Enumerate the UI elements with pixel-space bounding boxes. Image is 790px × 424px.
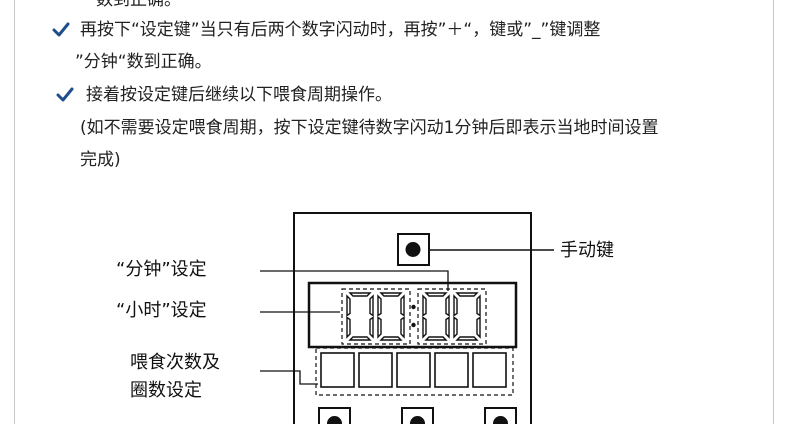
display-colon-top bbox=[411, 304, 416, 310]
bottom-button-left-dot bbox=[327, 416, 342, 424]
digit-segment bbox=[445, 294, 450, 317]
minute-digits-highlight bbox=[417, 288, 487, 345]
digit-segment bbox=[379, 336, 403, 341]
digit-segment bbox=[348, 336, 372, 341]
digit-segment bbox=[476, 316, 481, 339]
digit-segment bbox=[348, 292, 372, 297]
instruction-step1-line1: 再按下“设定键”当只有后两个数字闪动时，再按”＋“，键或”_”键调整 bbox=[80, 20, 601, 40]
digit-segment bbox=[400, 316, 405, 339]
feed-slot bbox=[434, 352, 469, 388]
hour-digits-highlight bbox=[341, 288, 411, 345]
label-feed-count-line2: 圈数设定 bbox=[130, 380, 202, 401]
digit-segment bbox=[453, 316, 458, 339]
digit-segment bbox=[424, 336, 448, 341]
digit-segment bbox=[455, 292, 479, 297]
leader-minute-setting bbox=[260, 270, 449, 291]
leader-feed-count bbox=[260, 370, 318, 385]
digit-segment bbox=[346, 294, 351, 317]
digit-segment bbox=[422, 294, 427, 317]
feed-slot bbox=[396, 352, 431, 388]
checkmark-icon bbox=[52, 21, 70, 39]
feed-slots-highlight bbox=[315, 347, 514, 396]
display-colon-bottom bbox=[411, 322, 416, 328]
label-manual-key: 手动键 bbox=[560, 240, 614, 261]
display-digit bbox=[422, 292, 450, 341]
manual-key-dot bbox=[405, 242, 421, 257]
digit-segment bbox=[379, 292, 403, 297]
label-hour-setting: “小时”设定 bbox=[116, 300, 207, 321]
feed-slot bbox=[320, 352, 355, 388]
feed-slot bbox=[472, 352, 507, 388]
digit-segment bbox=[377, 316, 382, 339]
digit-segment bbox=[455, 336, 479, 341]
digit-segment bbox=[453, 294, 458, 317]
device-body bbox=[293, 212, 532, 424]
lcd-display bbox=[307, 281, 518, 349]
instruction-step2-note-line1: (如不需要设定喂食周期，按下设定键待数字闪动1分钟后即表示当地时间设置 bbox=[80, 118, 659, 138]
instruction-step1-line2: ”分钟“数到正确。 bbox=[75, 52, 212, 72]
digit-segment bbox=[424, 292, 448, 297]
checkmark-icon bbox=[56, 86, 74, 104]
bottom-button-right-dot bbox=[493, 416, 508, 424]
display-digit bbox=[453, 292, 481, 341]
digit-segment bbox=[422, 316, 427, 339]
display-digit bbox=[346, 292, 374, 341]
digit-segment bbox=[369, 316, 374, 339]
instruction-step2-line1: 接着按设定键后继续以下喂食周期操作。 bbox=[86, 85, 392, 105]
feed-slot bbox=[358, 352, 393, 388]
digit-segment bbox=[400, 294, 405, 317]
digit-segment bbox=[369, 294, 374, 317]
digit-segment bbox=[377, 294, 382, 317]
bottom-button-middle-dot bbox=[410, 416, 425, 424]
display-digit bbox=[377, 292, 405, 341]
manual-key-button bbox=[397, 233, 430, 266]
digit-segment bbox=[476, 294, 481, 317]
instruction-step2-note-line2: 完成) bbox=[80, 150, 121, 170]
label-minute-setting: “分钟”设定 bbox=[116, 259, 207, 280]
instruction-line-0: 数到正确。 bbox=[96, 0, 181, 10]
digit-segment bbox=[346, 316, 351, 339]
page-frame bbox=[14, 0, 774, 424]
digit-segment bbox=[445, 316, 450, 339]
label-feed-count-line1: 喂食次数及 bbox=[130, 352, 220, 373]
